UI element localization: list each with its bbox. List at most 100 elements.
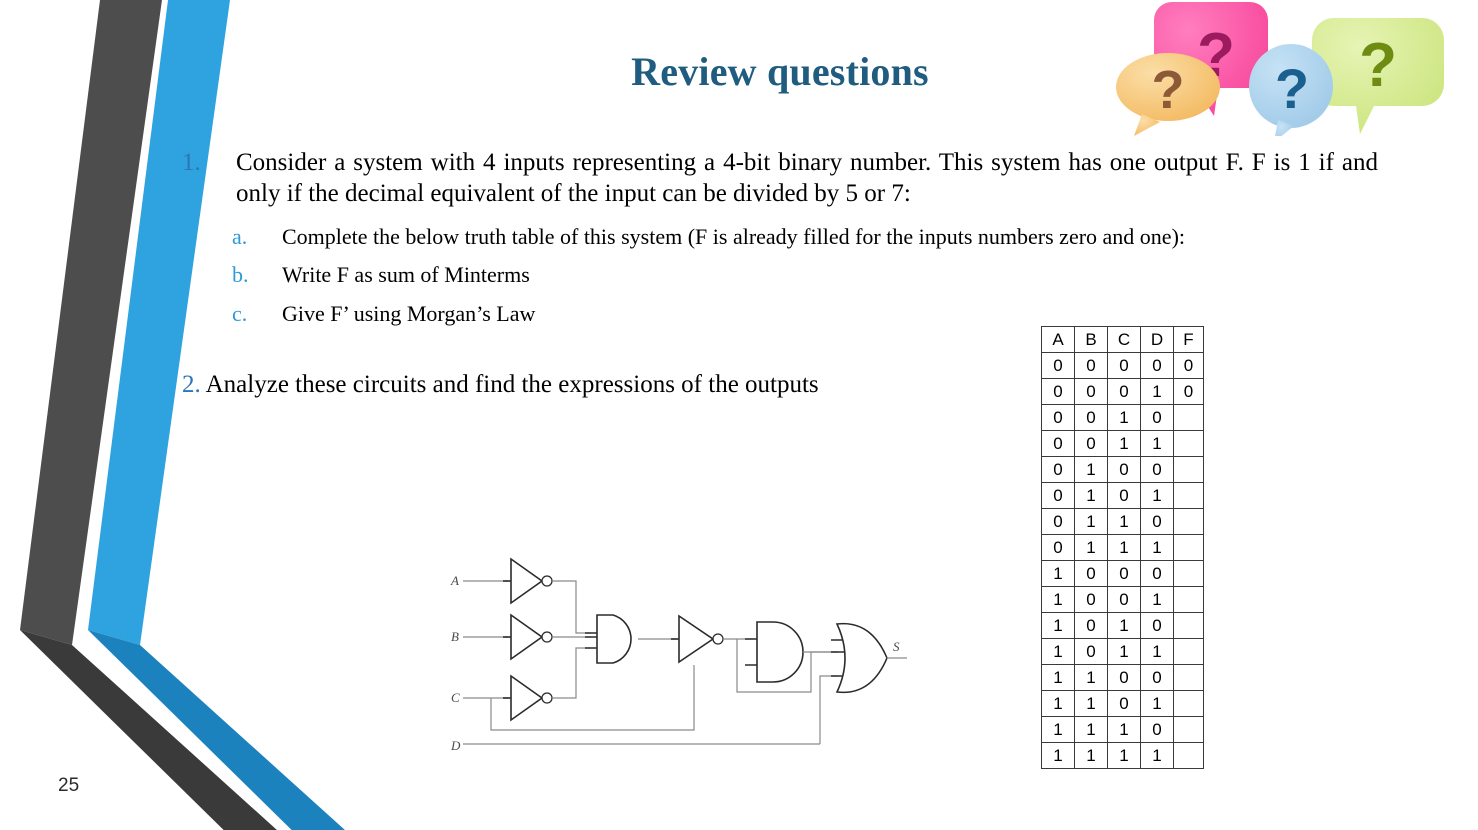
not-gate-a xyxy=(503,557,591,634)
truth-table-cell-b: 0 xyxy=(1074,404,1108,431)
sub-item-c: c. Give F’ using Morgan’s Law xyxy=(232,301,1378,328)
and-gate-1 xyxy=(585,614,676,664)
truth-table-cell-d: 0 xyxy=(1140,716,1174,743)
truth-table-cell-a: 1 xyxy=(1041,690,1075,717)
truth-table-header-f: F xyxy=(1173,326,1204,353)
truth-table-cell-f[interactable] xyxy=(1173,482,1204,509)
svg-text:?: ? xyxy=(1275,57,1309,120)
truth-table-cell-f[interactable] xyxy=(1173,456,1204,483)
truth-table-cell-d: 0 xyxy=(1140,508,1174,535)
truth-table-cell-a: 1 xyxy=(1041,716,1075,743)
truth-table-cell-b: 0 xyxy=(1074,612,1108,639)
truth-table-header-b: B xyxy=(1074,326,1108,353)
svg-text:?: ? xyxy=(1152,60,1185,120)
truth-table-cell-c: 0 xyxy=(1107,352,1141,379)
truth-table-cell-c: 1 xyxy=(1107,404,1141,431)
ribbon-gray-upper xyxy=(20,0,162,645)
sub-item-a: a. Complete the below truth table of thi… xyxy=(232,224,1378,251)
or-gate xyxy=(831,622,907,694)
truth-table-cell-f[interactable] xyxy=(1173,586,1204,613)
truth-table-cell-c: 0 xyxy=(1107,560,1141,587)
truth-table-cell-d: 1 xyxy=(1140,690,1174,717)
truth-table-cell-b: 1 xyxy=(1074,690,1108,717)
blue-speech-bubble: ? xyxy=(1249,44,1333,136)
question-2-marker: 2. xyxy=(182,370,201,398)
truth-table-cell-f[interactable] xyxy=(1173,508,1204,535)
sub-item-c-marker: c. xyxy=(232,301,248,327)
wire-d-to-or xyxy=(819,675,838,744)
sub-item-b-marker: b. xyxy=(232,262,249,288)
truth-table-cell-a: 0 xyxy=(1041,378,1075,405)
truth-table-cell-d: 1 xyxy=(1140,586,1174,613)
truth-table-cell-f[interactable]: 0 xyxy=(1173,352,1204,379)
truth-table-cell-b: 0 xyxy=(1074,378,1108,405)
truth-table-cell-b: 0 xyxy=(1074,430,1108,457)
truth-table-cell-a: 0 xyxy=(1041,404,1075,431)
truth-table-cell-f[interactable] xyxy=(1173,690,1204,717)
content-body: 1. Consider a system with 4 inputs repre… xyxy=(182,148,1378,400)
question-2: 2. Analyze these circuits and find the e… xyxy=(182,370,1378,400)
truth-table-header-c: C xyxy=(1107,326,1141,353)
truth-table-cell-c: 0 xyxy=(1107,586,1141,613)
truth-table-cell-a: 0 xyxy=(1041,430,1075,457)
truth-table-cell-a: 0 xyxy=(1041,508,1075,535)
truth-table-cell-c: 1 xyxy=(1107,612,1141,639)
truth-table-cell-f[interactable]: 0 xyxy=(1173,378,1204,405)
sub-item-c-text: Give F’ using Morgan’s Law xyxy=(282,301,536,327)
truth-table-cell-b: 0 xyxy=(1074,560,1108,587)
truth-table-cell-f[interactable] xyxy=(1173,612,1204,639)
truth-table-cell-c: 1 xyxy=(1107,716,1141,743)
truth-table-cell-a: 1 xyxy=(1041,612,1075,639)
green-speech-bubble: ? xyxy=(1312,18,1444,134)
truth-table-cell-f[interactable] xyxy=(1173,560,1204,587)
truth-table-cell-a: 1 xyxy=(1041,638,1075,665)
question-1-text: Consider a system with 4 inputs represen… xyxy=(236,149,1378,207)
truth-table-cell-b: 1 xyxy=(1074,482,1108,509)
truth-table-cell-f[interactable] xyxy=(1173,716,1204,743)
truth-table-cell-f[interactable] xyxy=(1173,534,1204,561)
truth-table-cell-d: 1 xyxy=(1140,482,1174,509)
truth-table-cell-b: 1 xyxy=(1074,664,1108,691)
truth-table-cell-f[interactable] xyxy=(1173,638,1204,665)
and-gate-2 xyxy=(745,621,838,683)
truth-table-cell-d: 0 xyxy=(1140,664,1174,691)
truth-table-cell-b: 0 xyxy=(1074,352,1108,379)
truth-table-cell-a: 0 xyxy=(1041,534,1075,561)
question-bubbles-decoration: ? ? ? ? xyxy=(1116,2,1444,136)
circuit-input-label-d: D xyxy=(450,738,461,753)
truth-table-cell-d: 0 xyxy=(1140,352,1174,379)
truth-table-cell-d: 1 xyxy=(1140,742,1174,769)
question-1-sublist: a. Complete the below truth table of thi… xyxy=(182,224,1378,328)
truth-table-cell-f[interactable] xyxy=(1173,404,1204,431)
truth-table-cell-f[interactable] xyxy=(1173,430,1204,457)
truth-table-cell-c: 1 xyxy=(1107,430,1141,457)
truth-table-cell-d: 1 xyxy=(1140,378,1174,405)
truth-table-cell-b: 1 xyxy=(1074,456,1108,483)
truth-table-header-a: A xyxy=(1041,326,1075,353)
slide-title: Review questions xyxy=(631,49,929,94)
truth-table-cell-a: 0 xyxy=(1041,456,1075,483)
ribbon-gray-lower xyxy=(20,630,277,830)
circuit-input-label-a: A xyxy=(450,573,459,588)
truth-table-cell-d: 1 xyxy=(1140,430,1174,457)
truth-table-cell-a: 1 xyxy=(1041,664,1075,691)
sub-item-b: b. Write F as sum of Minterms xyxy=(232,262,1378,289)
truth-table-cell-f[interactable] xyxy=(1173,664,1204,691)
truth-table-cell-a: 0 xyxy=(1041,482,1075,509)
truth-table-cell-d: 0 xyxy=(1140,456,1174,483)
truth-table-cell-a: 1 xyxy=(1041,560,1075,587)
sub-item-a-marker: a. xyxy=(232,223,248,249)
question-1: 1. Consider a system with 4 inputs repre… xyxy=(182,148,1378,210)
truth-table-cell-f[interactable] xyxy=(1173,742,1204,769)
